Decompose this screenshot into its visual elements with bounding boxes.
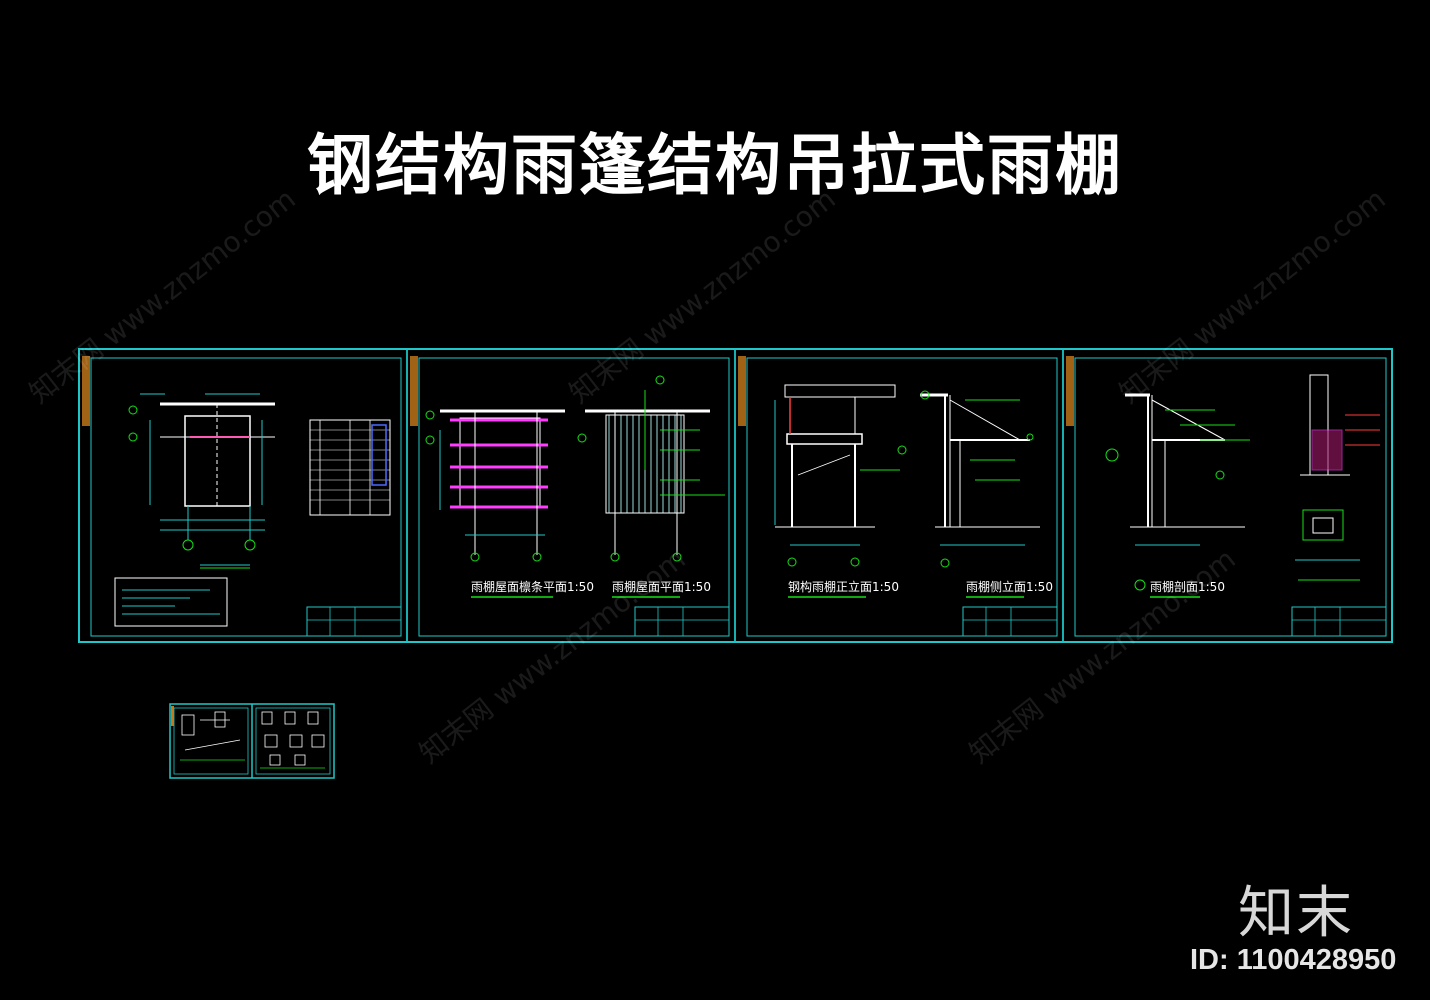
page-title: 钢结构雨篷结构吊拉式雨棚 (307, 127, 1123, 204)
sheet-1 (78, 348, 408, 643)
sheet-3: 钢构雨棚正立面1:50 雨棚侧立面1:50 (734, 348, 1064, 643)
sheet-3-caption-front-elevation: 钢构雨棚正立面1:50 (788, 579, 899, 594)
sheet-4-caption-section: 雨棚剖面1:50 (1150, 579, 1225, 594)
sheet-3-caption-side-elevation: 雨棚侧立面1:50 (966, 579, 1053, 594)
sheet-2-caption-roof-plan: 雨棚屋面平面1:50 (612, 579, 711, 594)
brand-logo: 知末 (1238, 881, 1354, 946)
sheet-2-caption-purlin-plan: 雨棚屋面檩条平面1:50 (471, 579, 594, 594)
detail-sheets (169, 703, 335, 779)
brand-id: ID: 1100428950 (1190, 944, 1397, 976)
sheet-4: 雨棚剖面1:50 (1062, 348, 1393, 643)
sheet-2: 雨棚屋面檩条平面1:50 雨棚屋面平面1:50 (406, 348, 736, 643)
